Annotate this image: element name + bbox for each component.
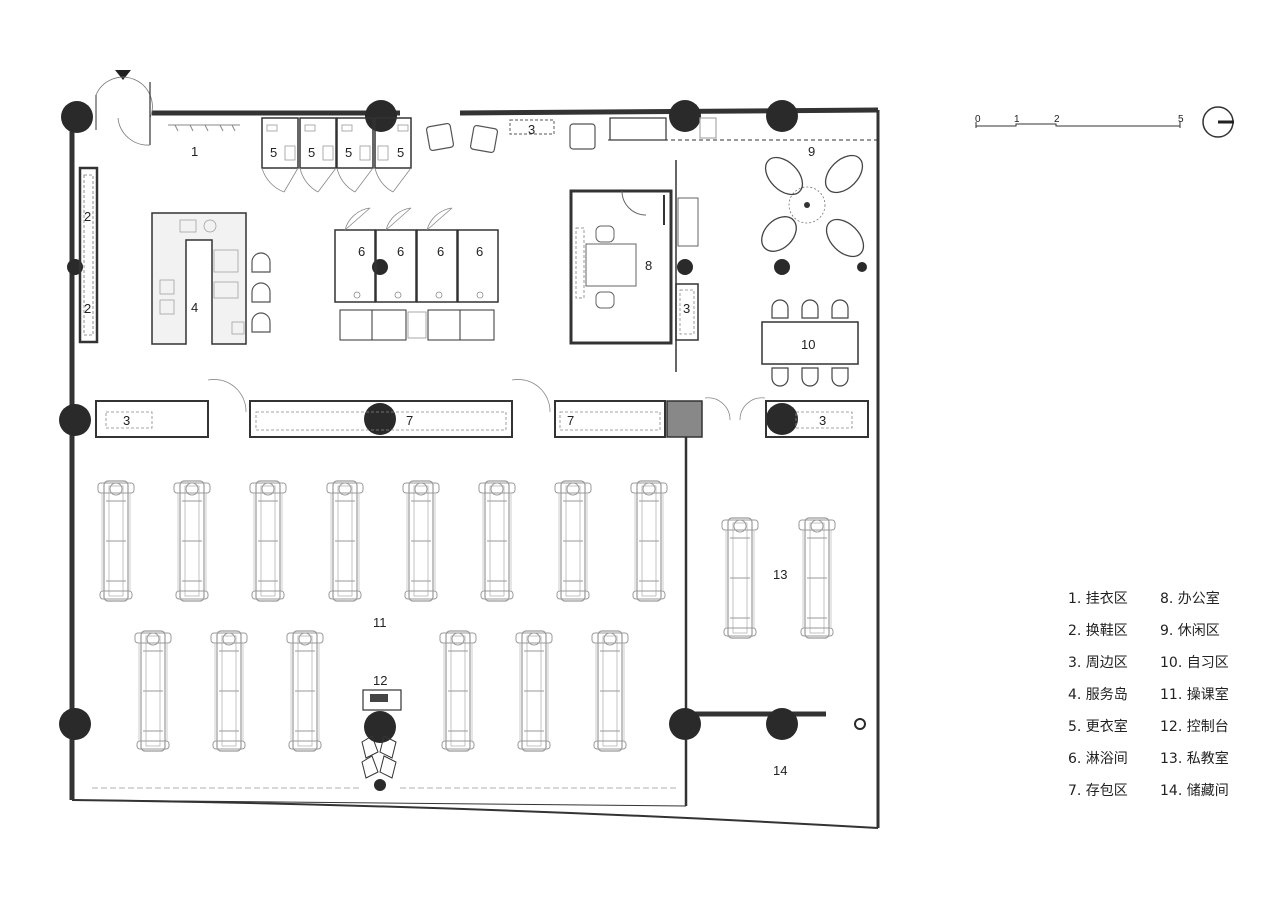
room-label-14: 14: [773, 763, 787, 778]
shoe-cabinets: [78, 166, 99, 344]
legend-item: 9. 休闲区: [1160, 623, 1220, 639]
legend-item: 13. 私教室: [1160, 751, 1229, 767]
legend-item: 1. 挂衣区: [1068, 591, 1128, 607]
room-label-5c: 5: [345, 145, 352, 160]
legend-item: 7. 存包区: [1068, 783, 1128, 799]
room-label-3c: 3: [123, 413, 130, 428]
outer-walls: [69, 107, 880, 829]
legend-item: 10. 自习区: [1160, 655, 1229, 671]
room-label-2b: 2: [84, 301, 91, 316]
legend-item: 8. 办公室: [1160, 591, 1220, 607]
shower-rooms: [334, 207, 499, 341]
legend-item: 11. 操课室: [1160, 687, 1229, 703]
spin-bike: [439, 630, 477, 752]
room-label-11: 11: [373, 615, 387, 630]
spin-bike: [134, 630, 172, 752]
scale-tick-5: 5: [1178, 114, 1184, 125]
room-label-6b: 6: [397, 244, 404, 259]
spin-bike: [210, 630, 248, 752]
room-label-1: 1: [191, 144, 198, 159]
spin-bike: [286, 630, 324, 752]
spin-bike: [554, 480, 592, 602]
scale-tick-1: 1: [1014, 114, 1020, 125]
spin-bike: [721, 517, 759, 639]
room-label-5d: 5: [397, 145, 404, 160]
spin-bike: [326, 480, 364, 602]
locker-row: [95, 379, 869, 438]
spin-bike: [173, 480, 211, 602]
spin-bike: [798, 517, 836, 639]
room-label-5a: 5: [270, 145, 277, 160]
room-label-3a: 3: [528, 122, 535, 137]
room-label-5b: 5: [308, 145, 315, 160]
legend-item: 6. 淋浴间: [1068, 751, 1128, 767]
spin-bike: [478, 480, 516, 602]
scale-tick-2: 2: [1054, 114, 1060, 125]
spin-bike: [249, 480, 287, 602]
legend-item: 12. 控制台: [1160, 719, 1229, 735]
service-island: [151, 212, 271, 345]
room-label-8: 8: [645, 258, 652, 273]
spin-bike: [402, 480, 440, 602]
room-label-3b: 3: [683, 301, 690, 316]
structural-columns: [59, 100, 867, 791]
control-console: [92, 689, 676, 789]
legend-item: 5. 更衣室: [1068, 719, 1128, 735]
spin-bike: [97, 480, 135, 602]
room-label-4: 4: [191, 300, 198, 315]
room-label-6a: 6: [358, 244, 365, 259]
room-label-6d: 6: [476, 244, 483, 259]
scale-bar: 0 1 2 5: [975, 114, 1184, 128]
changing-rooms: [261, 117, 412, 193]
legend-item: 3. 周边区: [1068, 655, 1128, 671]
room-label-9: 9: [808, 144, 815, 159]
entrance-door: [95, 70, 153, 146]
legend-item: 2. 换鞋区: [1068, 623, 1128, 639]
room-label-12: 12: [373, 673, 387, 688]
north-arrow-icon: [1202, 106, 1234, 138]
room-label-7b: 7: [567, 413, 574, 428]
office: [569, 160, 699, 372]
lounge-chairs-top: [425, 117, 717, 154]
room-label-13: 13: [773, 567, 787, 582]
spin-bike: [630, 480, 668, 602]
scale-tick-0: 0: [975, 114, 981, 125]
room-label-3d: 3: [819, 413, 826, 428]
study-area: [761, 299, 859, 387]
room-label-2a: 2: [84, 209, 91, 224]
coat-rack: [168, 124, 240, 132]
room-label-6c: 6: [437, 244, 444, 259]
room-label-10: 10: [801, 337, 815, 352]
legend-item: 4. 服务岛: [1068, 687, 1128, 703]
legend-item: 14. 储藏间: [1160, 783, 1229, 799]
legend: 1. 挂衣区 8. 办公室 2. 换鞋区 9. 休闲区 3. 周边区 10. 自…: [1068, 588, 1248, 803]
spin-bike: [515, 630, 553, 752]
lounge-area: [761, 154, 865, 258]
room-labels: 1 2 2 3 3 3 3 4 5 5 5 5 6 6 6 6 7 7 8 9 …: [84, 122, 826, 778]
spin-bikes: [97, 480, 836, 752]
room-label-7a: 7: [406, 413, 413, 428]
spin-bike: [591, 630, 629, 752]
